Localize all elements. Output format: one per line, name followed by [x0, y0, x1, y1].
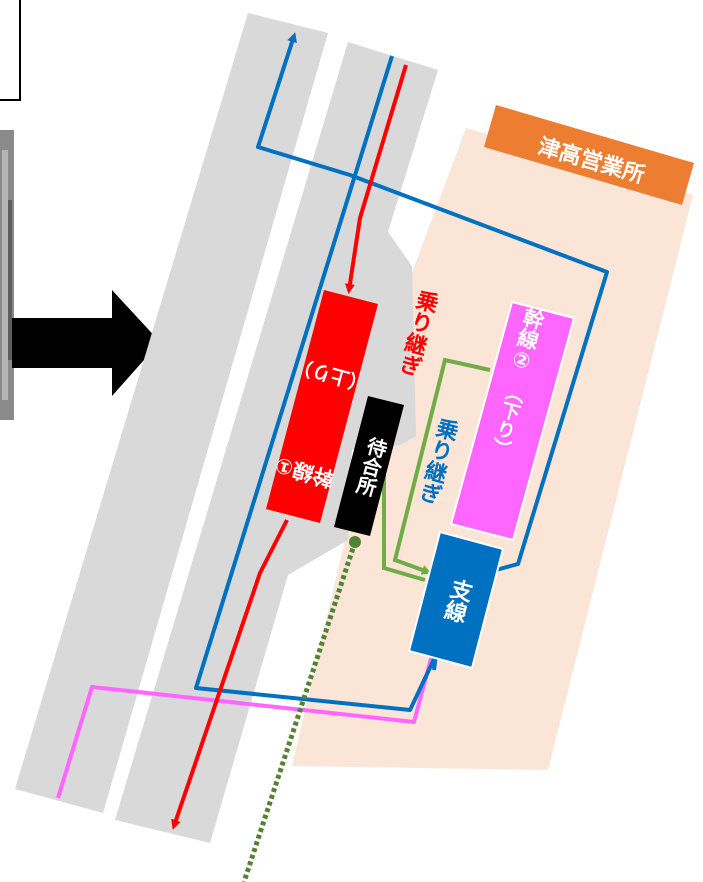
route-red-out	[171, 519, 289, 830]
route-pink	[56, 654, 434, 799]
route-blue-main	[256, 32, 609, 572]
walking-path	[241, 541, 358, 882]
walking-path-start-dot	[349, 536, 361, 548]
route-red-in	[344, 64, 408, 294]
route-blue-loop	[194, 55, 438, 712]
stop-line1-up: 幹線① （上り）	[266, 290, 378, 523]
stop-waiting-room: 待合所	[334, 396, 404, 536]
transfer-path-waiting-to-branch	[392, 357, 491, 575]
big-arrow-right	[12, 290, 160, 396]
road-left	[15, 13, 328, 813]
stop-line2-down: 幹線② （下り）	[449, 300, 576, 542]
inset-frame	[0, 0, 21, 101]
inset-photo	[0, 130, 14, 420]
stop-branch: 支線	[407, 530, 505, 670]
